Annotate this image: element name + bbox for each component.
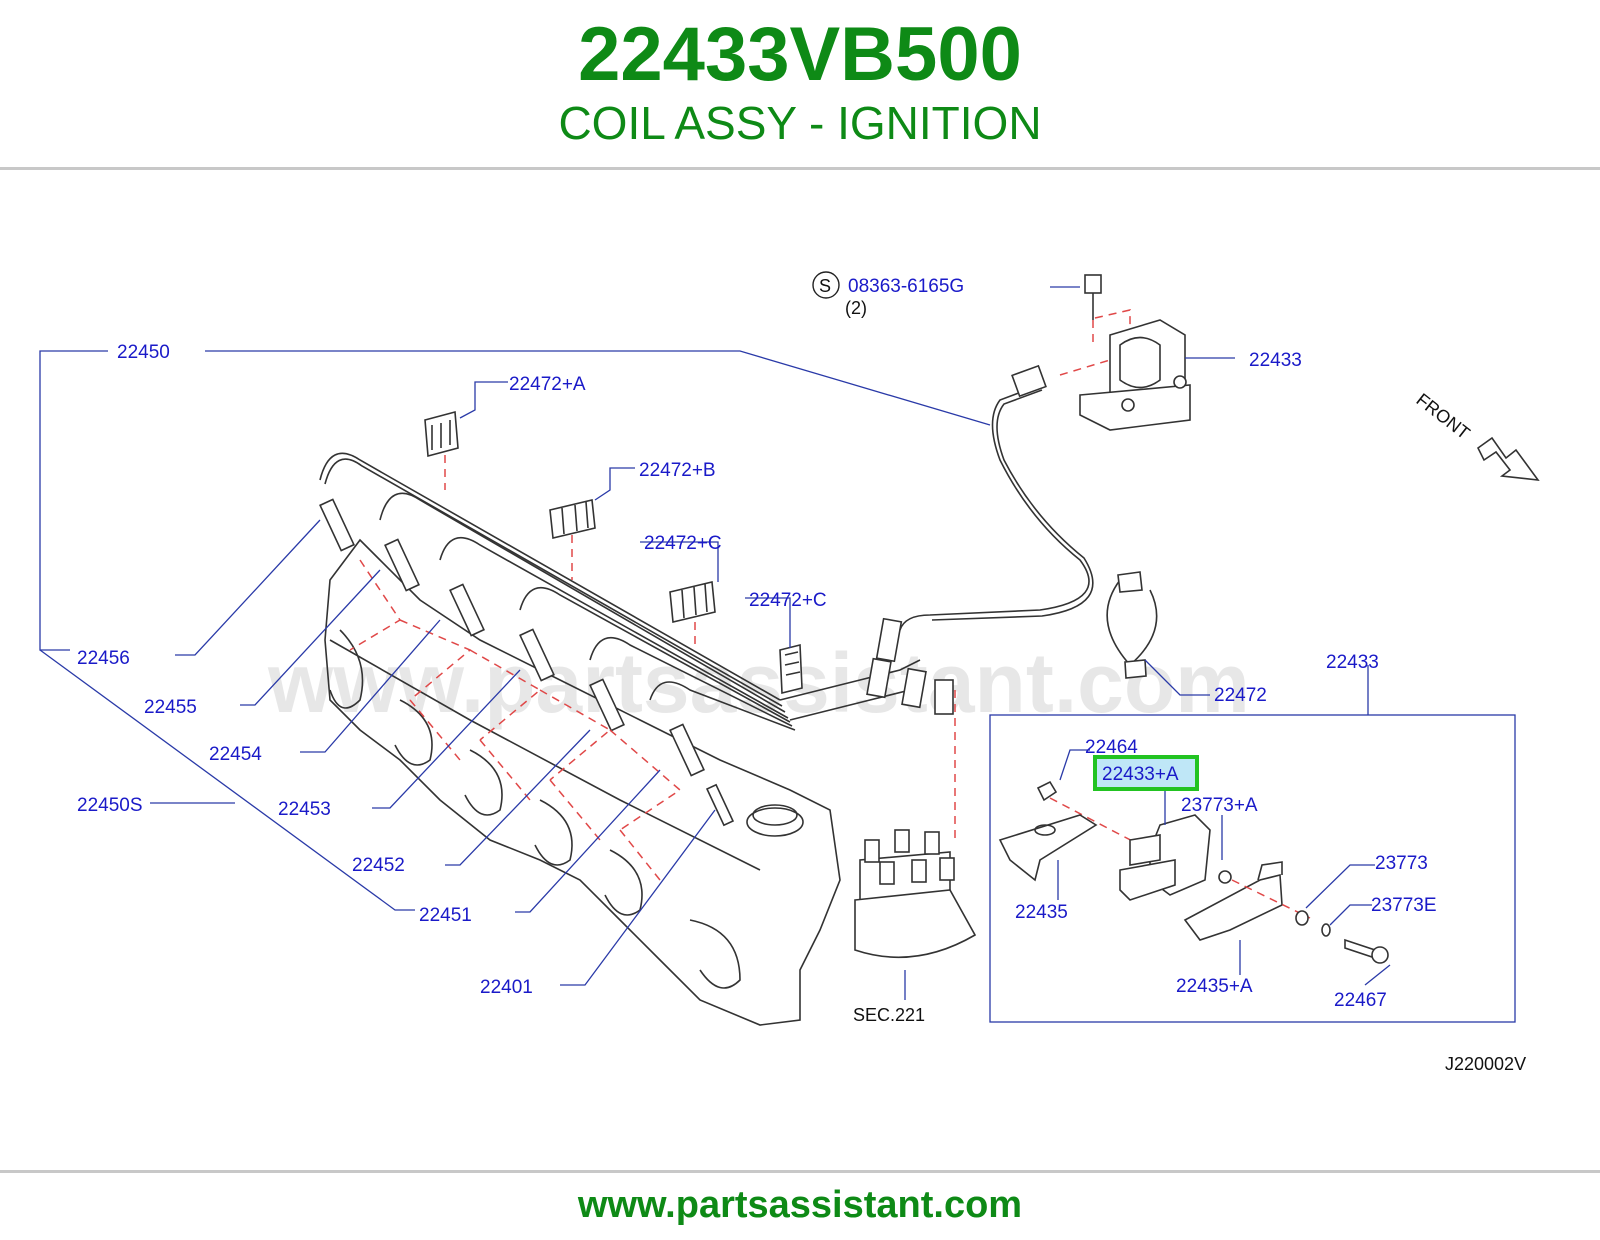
spark-plug-leads-illustration <box>319 364 1094 827</box>
callout-22464[interactable]: 22464 <box>1085 737 1138 758</box>
detail-inset-illustration <box>998 780 1389 964</box>
part-name-subtitle: COIL ASSY - IGNITION <box>558 97 1042 149</box>
diagram-code: J220002V <box>1445 1054 1526 1074</box>
callout-22435[interactable]: 22435 <box>1015 902 1068 923</box>
footer-divider <box>0 1170 1600 1173</box>
callout-22472-C-2[interactable]: 22472+C <box>749 590 827 611</box>
parts-diagram: www.partsassistant.com <box>39 271 1540 1074</box>
footer-website-link[interactable]: www.partsassistant.com <box>577 1184 1023 1226</box>
standard-part-symbol-letter: S <box>819 276 831 296</box>
part-number-title: 22433VB500 <box>578 12 1022 97</box>
standard-part-symbol-icon <box>812 271 840 299</box>
lead-clamps-illustration <box>349 410 956 881</box>
callout-22433-A-highlighted[interactable]: 22433+A <box>1102 764 1179 785</box>
callout-22450[interactable]: 22450 <box>117 342 170 363</box>
screw-quantity: (2) <box>845 298 867 318</box>
callout-22450S[interactable]: 22450S <box>77 795 143 816</box>
callout-22433-top[interactable]: 22433 <box>1249 350 1302 371</box>
highlight-box <box>1093 755 1199 791</box>
distributor-cap-illustration <box>854 829 977 959</box>
callout-22467[interactable]: 22467 <box>1334 990 1387 1011</box>
leader-lines <box>39 286 1391 1000</box>
callout-22472-B[interactable]: 22472+B <box>639 460 716 481</box>
callout-22401[interactable]: 22401 <box>480 977 533 998</box>
section-reference[interactable]: SEC.221 <box>853 1005 925 1025</box>
detail-inset-box <box>989 714 1516 1023</box>
callout-22454[interactable]: 22454 <box>209 744 262 765</box>
callout-23773[interactable]: 23773 <box>1375 853 1428 874</box>
callout-22455[interactable]: 22455 <box>144 697 197 718</box>
header-divider <box>0 167 1600 170</box>
callout-22451[interactable]: 22451 <box>419 905 472 926</box>
callout-22453[interactable]: 22453 <box>278 799 331 820</box>
callout-23773-A[interactable]: 23773+A <box>1181 795 1258 816</box>
lead-band-clamp-illustration <box>1106 571 1158 679</box>
callout-22435-A[interactable]: 22435+A <box>1176 976 1253 997</box>
callout-22452[interactable]: 22452 <box>352 855 405 876</box>
callout-22456[interactable]: 22456 <box>77 648 130 669</box>
page-header: 22433VB500 COIL ASSY - IGNITION <box>0 0 1600 170</box>
ignition-coil-top-illustration <box>1059 274 1191 431</box>
callout-08363-6165G[interactable]: 08363-6165G <box>848 276 964 297</box>
front-label: FRONT <box>1413 389 1474 443</box>
callout-22433-inset[interactable]: 22433 <box>1326 652 1379 673</box>
callout-22472-C-1[interactable]: 22472+C <box>644 533 722 554</box>
callout-23773E[interactable]: 23773E <box>1371 895 1437 916</box>
callout-22472-A[interactable]: 22472+A <box>509 374 586 395</box>
front-direction-indicator: FRONT <box>1413 389 1540 481</box>
callout-22472[interactable]: 22472 <box>1214 685 1267 706</box>
intake-manifold-illustration <box>324 538 841 1026</box>
